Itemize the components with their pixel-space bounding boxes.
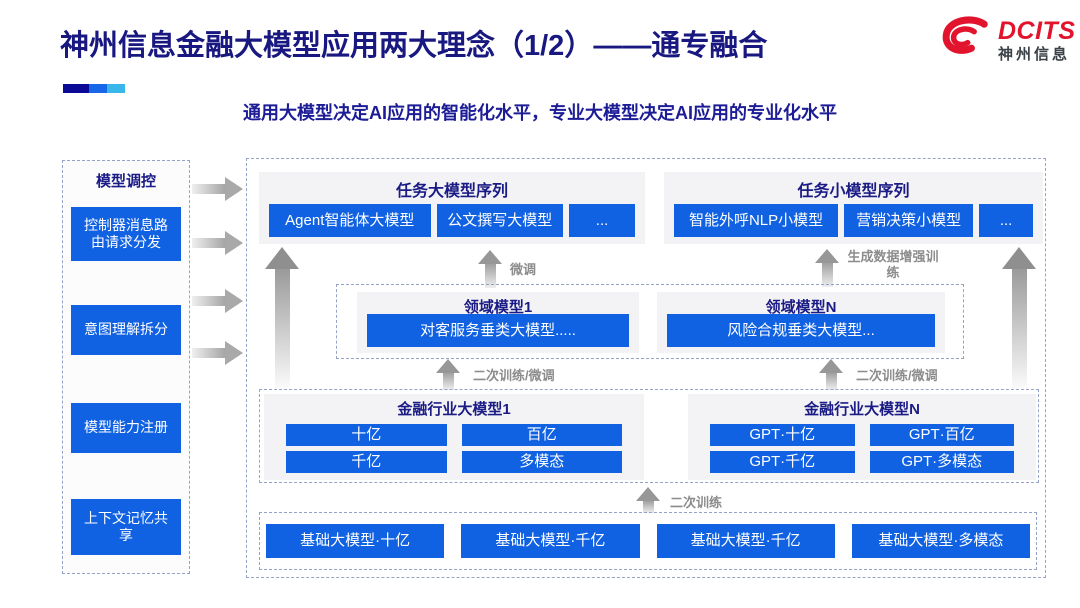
flow-arrow-right-icon xyxy=(192,231,244,255)
node-more: ... xyxy=(569,204,635,237)
industry-node-gpt-billion: GPT·十亿 xyxy=(710,424,855,446)
page-subtitle: 通用大模型决定AI应用的智能化水平，专业大模型决定AI应用的专业化水平 xyxy=(243,103,837,123)
secondary-finetune-arrow-icon xyxy=(434,359,462,390)
task-large-title: 任务大模型序列 xyxy=(395,183,508,200)
secondary-train-label: 二次训练 xyxy=(670,495,723,510)
foundation-node-multimodal: 基础大模型·多模态 xyxy=(851,524,1030,558)
node-nlp-model: 智能外呼NLP小模型 xyxy=(674,204,839,237)
model-control-panel: 模型调控 控制器消息路由请求分发 意图理解拆分 模型能力注册 上下文记忆共享 xyxy=(62,160,190,574)
tall-up-arrow-icon xyxy=(1001,247,1037,389)
accent-bar-segment xyxy=(89,84,107,93)
flow-arrow-right-icon xyxy=(192,289,244,313)
main-diagram: 任务大模型序列 Agent智能体大模型 公文撰写大模型 ... 任务小模型序列 … xyxy=(246,158,1046,578)
tall-up-arrow-icon xyxy=(264,247,300,389)
task-large-panel: 任务大模型序列 Agent智能体大模型 公文撰写大模型 ... xyxy=(259,172,645,244)
industry-node-billion: 十亿 xyxy=(286,424,447,446)
flow-arrow-right-icon xyxy=(192,177,244,201)
industry-node-gpt-multimodal: GPT·多模态 xyxy=(869,451,1014,473)
node-more: ... xyxy=(979,204,1033,237)
industry-group-1: 金融行业大模型1 十亿 百亿 千亿 多模态 xyxy=(264,394,644,480)
industry-group-n-title: 金融行业大模型N xyxy=(804,401,920,418)
gen-data-label: 生成数据增强训练 xyxy=(847,249,939,280)
foundation-node-100billion: 基础大模型·千亿 xyxy=(461,524,640,558)
secondary-train-arrow-icon xyxy=(635,487,661,513)
domain-group-1-title: 领域模型1 xyxy=(463,299,533,316)
industry-node-gpt-100billion: GPT·千亿 xyxy=(710,451,855,473)
industry-group-1-title: 金融行业大模型1 xyxy=(397,401,511,418)
model-control-title: 模型调控 xyxy=(95,173,156,190)
gen-data-arrow-icon xyxy=(814,249,840,287)
node-risk-compliance-model: 风险合规垂类大模型... xyxy=(667,314,935,347)
industry-models-box: 金融行业大模型1 十亿 百亿 千亿 多模态 金融行业大模型N GPT·十亿 GP… xyxy=(259,389,1039,483)
sidebar-item-context: 上下文记忆共享 xyxy=(71,499,181,555)
task-small-title: 任务小模型序列 xyxy=(797,183,910,200)
node-agent-model: Agent智能体大模型 xyxy=(269,204,431,237)
domain-group-n: 领域模型N 风险合规垂类大模型... xyxy=(657,292,945,353)
industry-group-n: 金融行业大模型N GPT·十亿 GPT·百亿 GPT·千亿 GPT·多模态 xyxy=(688,394,1036,480)
page-title: 神州信息金融大模型应用两大理念（1/2）——通专融合 xyxy=(60,30,768,62)
accent-bar-segment xyxy=(63,84,89,93)
secondary-finetune-label-left: 二次训练/微调 xyxy=(473,368,555,383)
domain-group-1: 领域模型1 对客服务垂类大模型..... xyxy=(357,292,639,353)
foundation-node-100billion2: 基础大模型·千亿 xyxy=(656,524,835,558)
domain-models-box: 领域模型1 对客服务垂类大模型..... 领域模型N 风险合规垂类大模型... xyxy=(336,284,964,359)
logo-brand-cn-text: 神州信息 xyxy=(998,46,1071,63)
sidebar-item-router: 控制器消息路由请求分发 xyxy=(71,207,181,261)
sidebar-item-intent: 意图理解拆分 xyxy=(71,305,181,355)
finetune-arrow-icon xyxy=(477,250,503,288)
node-document-model: 公文撰写大模型 xyxy=(436,204,564,237)
industry-node-10billion: 百亿 xyxy=(461,424,622,446)
secondary-finetune-arrow-icon xyxy=(817,359,845,390)
secondary-finetune-label-right: 二次训练/微调 xyxy=(856,368,938,383)
company-logo: DCITS 神州信息 xyxy=(938,16,1076,65)
dcits-logo-icon xyxy=(938,16,992,65)
node-marketing-model: 营销决策小模型 xyxy=(844,204,974,237)
sidebar-item-register: 模型能力注册 xyxy=(71,403,181,453)
industry-node-100billion: 千亿 xyxy=(286,451,447,473)
finetune-label: 微调 xyxy=(510,262,537,277)
industry-node-multimodal: 多模态 xyxy=(461,451,622,473)
accent-bar-segment xyxy=(107,84,125,93)
accent-bar xyxy=(63,84,125,93)
flow-arrow-right-icon xyxy=(192,341,244,365)
foundation-models-box: 基础大模型·十亿 基础大模型·千亿 基础大模型·千亿 基础大模型·多模态 xyxy=(259,512,1037,570)
node-customer-service-model: 对客服务垂类大模型..... xyxy=(367,314,629,347)
task-small-panel: 任务小模型序列 智能外呼NLP小模型 营销决策小模型 ... xyxy=(664,172,1043,244)
industry-node-gpt-10billion: GPT·百亿 xyxy=(869,424,1014,446)
foundation-node-billion: 基础大模型·十亿 xyxy=(266,524,445,558)
logo-brand-text: DCITS xyxy=(998,17,1076,45)
domain-group-n-title: 领域模型N xyxy=(765,299,837,316)
